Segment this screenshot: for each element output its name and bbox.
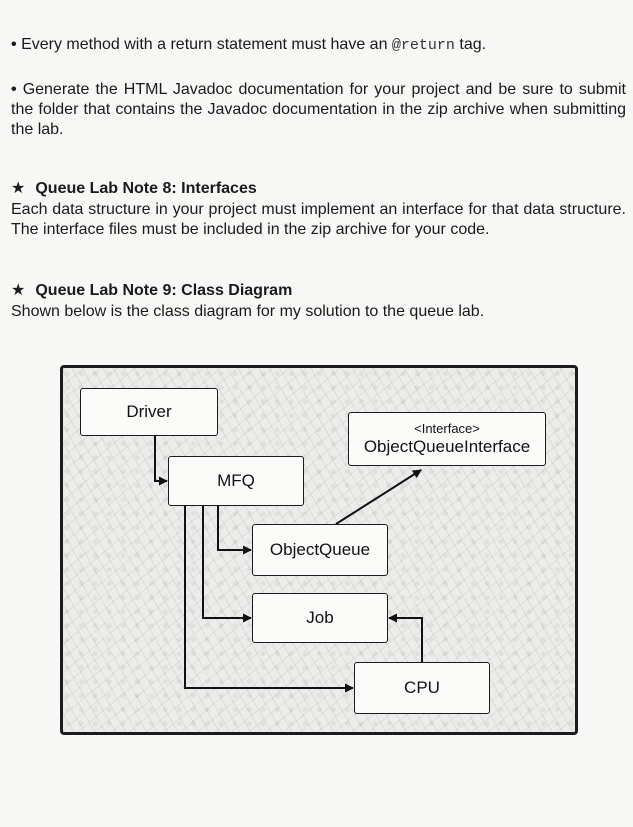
- bullet-return-tag: • Every method with a return statement m…: [11, 35, 626, 56]
- class-box-job: Job: [252, 593, 388, 643]
- bullet-javadoc: • Generate the HTML Javadoc documentatio…: [11, 80, 626, 140]
- class-box-objectqueue: ObjectQueue: [252, 524, 388, 576]
- note9-title: Queue Lab Note 9: Class Diagram: [35, 282, 293, 299]
- bullet-text: Generate the HTML Javadoc documentation …: [11, 81, 626, 138]
- class-box-cpu: CPU: [354, 662, 490, 714]
- interface-label: ObjectQueueInterface: [363, 436, 531, 456]
- star-icon: ★: [11, 282, 26, 299]
- interface-stereotype: <Interface>: [414, 420, 480, 436]
- note8-body: Each data structure in your project must…: [11, 201, 626, 238]
- code-return: @return: [391, 37, 455, 54]
- interface-box: <Interface> ObjectQueueInterface: [348, 412, 546, 466]
- class-label: ObjectQueue: [269, 540, 371, 559]
- note9-body: Shown below is the class diagram for my …: [11, 303, 485, 320]
- bullet-dot: •: [11, 36, 17, 53]
- class-box-driver: Driver: [80, 388, 218, 436]
- bullet-text: Every method with a return statement mus…: [21, 36, 392, 53]
- bullet-dot: •: [11, 81, 17, 98]
- bullet-text-end: tag.: [454, 36, 487, 53]
- note9-heading: ★ Queue Lab Note 9: Class Diagram: [11, 281, 626, 301]
- note8-title: Queue Lab Note 8: Interfaces: [35, 180, 257, 197]
- class-label: CPU: [404, 678, 440, 697]
- class-box-mfq: MFQ: [168, 456, 304, 506]
- class-label: Job: [306, 608, 334, 627]
- note8-heading: ★ Queue Lab Note 8: Interfaces: [11, 179, 626, 199]
- class-label: MFQ: [217, 471, 255, 490]
- star-icon: ★: [11, 180, 26, 197]
- class-label: Driver: [126, 402, 172, 421]
